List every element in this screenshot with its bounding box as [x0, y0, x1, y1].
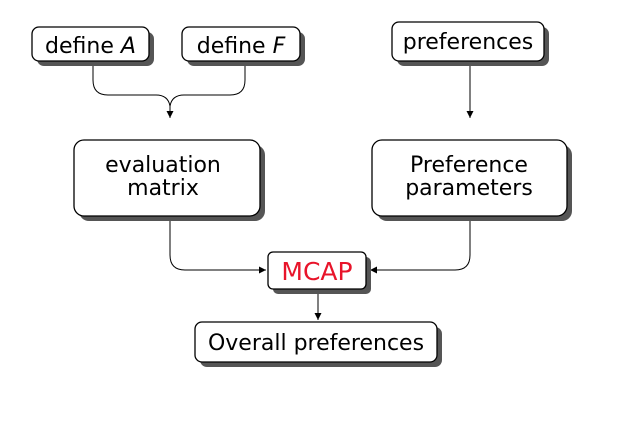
- arrow-evaluation-matrix-to-mcap: [169, 216, 266, 274]
- preference-parameters-line2: parameters: [405, 176, 533, 201]
- connectors: [92, 61, 474, 320]
- overall-preferences-box: Overall preferences: [194, 321, 442, 367]
- brace-connector: [92, 63, 246, 107]
- evaluation-matrix-line2: matrix: [127, 176, 199, 201]
- preference-parameters-box: Preference parameters: [371, 139, 572, 221]
- define-a-box: define A: [31, 26, 154, 66]
- preferences-label: preferences: [403, 30, 533, 55]
- evaluation-matrix-line1: evaluation: [105, 153, 221, 178]
- mcap-box: MCAP: [267, 251, 371, 294]
- preference-parameters-line1: Preference: [410, 153, 528, 178]
- arrow-parameters-to-mcap: [370, 216, 471, 274]
- define-f-label: define F: [197, 34, 286, 59]
- preferences-box: preferences: [391, 21, 549, 66]
- define-f-box: define F: [181, 26, 305, 66]
- overall-preferences-label: Overall preferences: [208, 331, 424, 356]
- mcap-label: MCAP: [281, 257, 352, 286]
- define-a-label: define A: [45, 34, 136, 59]
- evaluation-matrix-box: evaluation matrix: [73, 139, 265, 221]
